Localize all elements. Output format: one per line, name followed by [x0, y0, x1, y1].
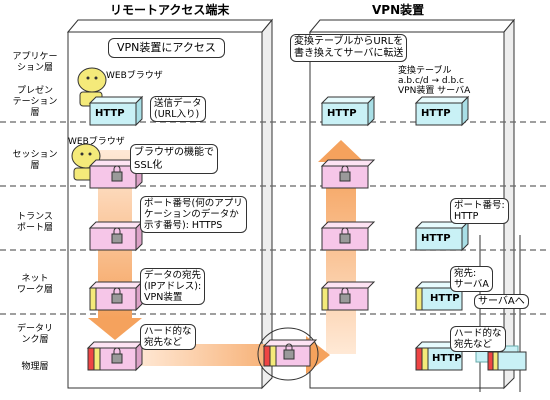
layer-network: ネット ワーク層	[16, 274, 53, 295]
terminal-transport-packet	[88, 220, 144, 252]
terminal-http-label: HTTP	[95, 108, 125, 119]
vpn-transport-packet	[320, 221, 376, 251]
hardware-note-vpn: ハード的な 宛先など	[450, 326, 506, 352]
send-data-note: 送信データ (URL入り)	[150, 96, 206, 122]
vpn-forward-packet-transport	[414, 220, 470, 252]
vpn-title: VPN装置	[372, 3, 425, 17]
vpn-speech-bubble: 変換テーブルからURLを 書き換えてサーバに転送	[290, 34, 408, 62]
terminal-http-packet	[88, 95, 144, 127]
server-packet	[487, 351, 527, 371]
vpn-session-packet	[320, 159, 376, 189]
to-server-a-note: サーバAへ	[474, 294, 529, 309]
conversion-table-note: 変換テーブル a.b.c/d → d.b.c VPN装置 サーバA	[398, 66, 471, 96]
vpn-network-packet	[320, 281, 376, 311]
terminal-network-packet	[88, 280, 144, 312]
layer-physical: 物理層	[21, 362, 49, 372]
terminal-title: リモートアクセス端末	[110, 3, 230, 17]
browser-label-mid: WEBブラウザ	[68, 137, 125, 147]
vpn-http-label-transport: HTTP	[421, 233, 451, 244]
vpn-dest-note: 宛先: サーバA	[450, 266, 493, 292]
terminal-datalink-packet	[86, 340, 144, 372]
layer-datalink: データリ ンク層	[16, 324, 53, 345]
vpn-http-packet-top	[320, 95, 376, 127]
vpn-port-note: ポート番号: HTTP	[450, 198, 509, 224]
destination-note: データの宛先 (IPアドレス): VPN装置	[140, 268, 206, 305]
upward-arrow	[318, 140, 364, 354]
packet-in-transit-highlight	[257, 327, 319, 381]
vpn-http-label-app: HTTP	[421, 108, 451, 119]
terminal-speech-bubble: VPN装置にアクセス	[108, 38, 225, 58]
layer-session: セッション 層	[12, 150, 58, 171]
layer-transport: トランス ポート層	[16, 212, 53, 233]
hardware-note-terminal: ハード的な 宛先など	[140, 324, 196, 350]
layer-presentation: プレゼン テーション 層	[12, 86, 58, 118]
layer-application: アプリケー ション層	[12, 52, 58, 73]
vpn-forward-packet-app	[414, 95, 470, 127]
ssl-note: ブラウザの機能で SSL化	[130, 144, 218, 174]
transit-packet	[262, 339, 318, 367]
vpn-http-label-network: HTTP	[430, 293, 460, 304]
port-number-note: ポート番号(何のアプリ ケーションのデータか 示す番号): HTTPS	[140, 196, 247, 233]
browser-label-top: WEBブラウザ	[106, 71, 163, 81]
vpn-http-label-datalink: HTTP	[432, 353, 462, 364]
vpn-http-label-decrypt: HTTP	[327, 108, 357, 119]
